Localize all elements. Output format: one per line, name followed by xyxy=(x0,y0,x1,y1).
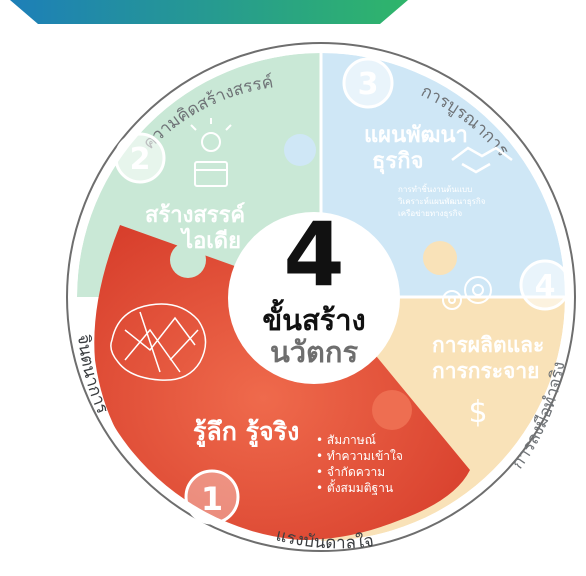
puzzle-piece-3 xyxy=(321,53,565,297)
step-2-title-line1: สร้างสรรค์ xyxy=(145,202,245,228)
step-3-bullet: วิเคราะห์แผนพัฒนาธุรกิจ xyxy=(397,196,485,206)
step-2-title-line2: ไอเดีย xyxy=(180,227,241,254)
step-number-1-badge: 1 xyxy=(184,469,240,525)
svg-text:4: 4 xyxy=(535,269,556,304)
step-1-bullet: • ตั้งสมมติฐาน xyxy=(316,479,393,495)
puzzle-tab xyxy=(284,134,316,166)
svg-text:3: 3 xyxy=(358,67,379,102)
step-number-4-badge: 4 xyxy=(519,259,571,311)
step-number-3-badge: 3 xyxy=(342,57,394,109)
svg-text:$: $ xyxy=(468,395,487,430)
center-circle xyxy=(228,212,400,384)
gears-icon xyxy=(442,276,492,310)
step-number-2-badge: 2 xyxy=(114,132,166,184)
center-line-1: ขั้นสร้าง xyxy=(262,298,365,337)
handshake-icon xyxy=(451,146,513,174)
step-1-bullet: • ทำความเข้าใจ xyxy=(316,449,403,463)
top-banner xyxy=(10,0,408,24)
step-4-title-line2: การกระจาย xyxy=(432,359,539,383)
center-line-2: นวัตกร xyxy=(270,335,359,369)
svg-text:1: 1 xyxy=(201,480,223,518)
step-3-title-line1: แผนพัฒนา xyxy=(364,123,468,148)
step-3-bullet: การทำชิ้นงานต้นแบบ xyxy=(398,183,472,194)
step-3-bullet: เครือข่ายทางธุรกิจ xyxy=(398,209,463,218)
puzzle-tab xyxy=(423,241,457,275)
step-3-title-line2: ธุรกิจ xyxy=(372,149,423,175)
svg-text:2: 2 xyxy=(130,142,151,177)
brain-icon xyxy=(110,303,207,381)
step-4-title-line1: การผลิตและ xyxy=(432,333,544,357)
step-1-bullet: • สัมภาษณ์ xyxy=(316,433,376,447)
puzzle-tab xyxy=(170,242,206,278)
step-1-bullet: • จำกัดความ xyxy=(316,465,385,479)
idea-box-icon xyxy=(190,118,232,187)
dollar-icon: $ xyxy=(468,395,487,430)
puzzle-piece-1 xyxy=(94,225,471,540)
center-number: 4 xyxy=(283,203,344,306)
puzzle-tab xyxy=(372,390,412,430)
step-1-title: รู้ลึก รู้จริง xyxy=(193,417,299,448)
